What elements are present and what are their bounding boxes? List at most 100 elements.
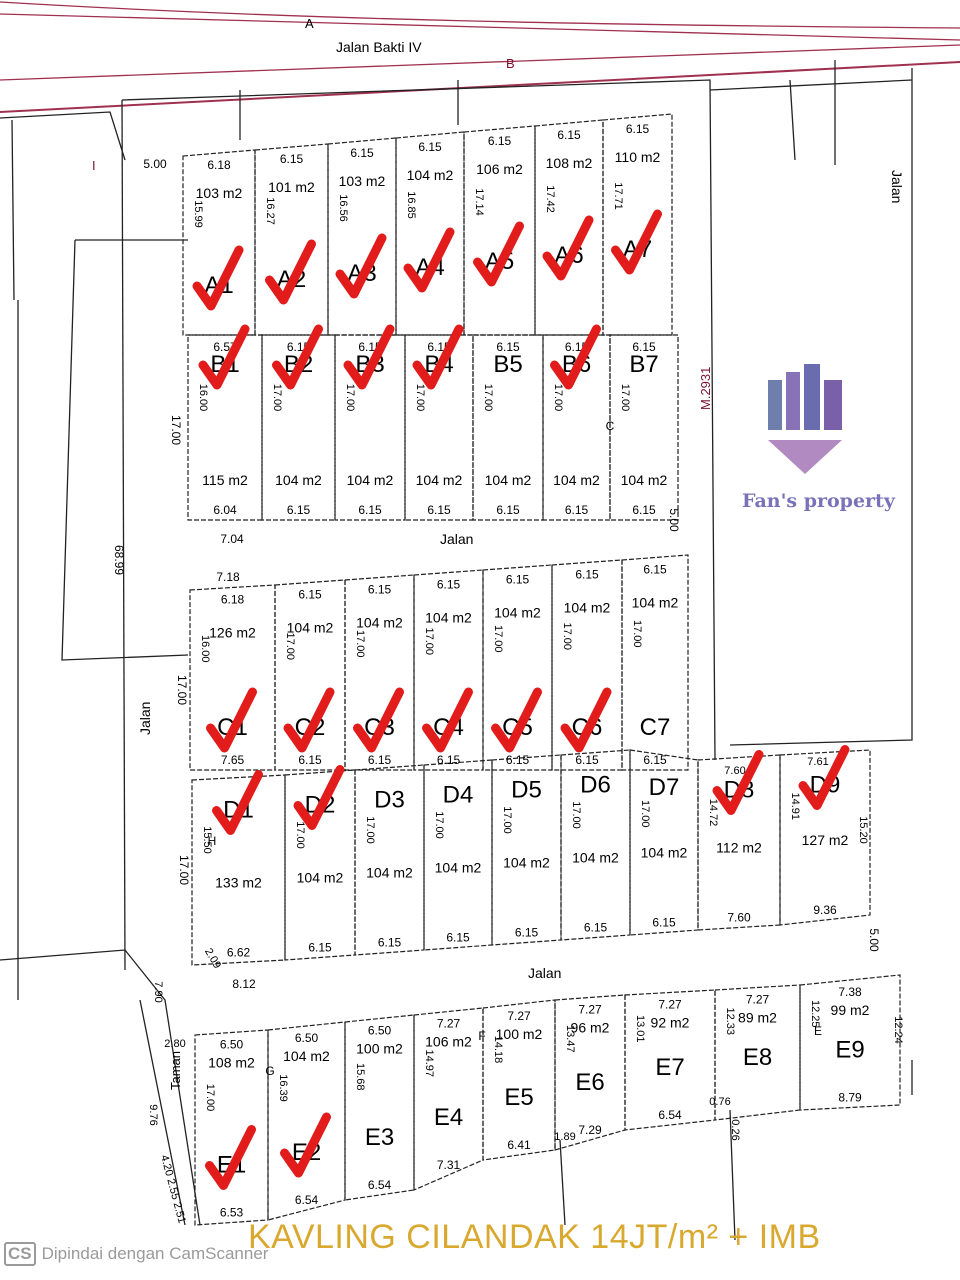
lot-A2[interactable]	[254, 143, 329, 336]
sold-check-C3	[353, 687, 404, 753]
area-D1: 133 m2	[215, 875, 262, 891]
lot-E5[interactable]	[482, 999, 556, 1161]
lot-A4[interactable]	[395, 131, 465, 336]
g-bottom: 4.20 2.55 2.51	[158, 1154, 188, 1225]
lot-E1[interactable]	[194, 1029, 269, 1226]
depth-C5: 17.00	[492, 625, 504, 653]
area-A6: 108 m2	[546, 155, 593, 171]
bottom-width-E5: 6.41	[507, 1138, 531, 1152]
top-width-E4: 7.27	[437, 1017, 461, 1031]
lot-id-C7: C7	[640, 714, 671, 741]
lot-id-D5: D5	[511, 777, 542, 804]
lot-E3[interactable]	[344, 1014, 415, 1201]
lot-B3[interactable]	[334, 334, 406, 521]
area-A5: 106 m2	[476, 161, 523, 177]
area-B7: 104 m2	[621, 472, 668, 488]
lot-id-E9: E9	[835, 1037, 864, 1064]
road-width-2: 5.00	[867, 928, 881, 952]
area-E1: 108 m2	[208, 1055, 255, 1071]
lot-C3[interactable]	[344, 574, 415, 771]
sold-check-E1	[205, 1125, 256, 1190]
lot-B7[interactable]	[609, 334, 679, 521]
lot-C1[interactable]	[189, 584, 276, 771]
lot-E9[interactable]	[799, 974, 901, 1111]
g-mid: 7.90	[152, 981, 164, 1002]
lot-E2[interactable]	[267, 1021, 346, 1221]
lot-id-D3: D3	[374, 787, 405, 814]
brand-name: Fan's property	[742, 490, 895, 512]
lot-D6[interactable]	[560, 749, 631, 941]
lot-A5[interactable]	[463, 125, 536, 336]
depth-A6: 17.42	[544, 185, 556, 213]
area-B4: 104 m2	[416, 472, 463, 488]
cert-label: M.2931	[698, 367, 713, 410]
e-extra-2: 0.76	[709, 1096, 730, 1108]
lot-id-B7: B7	[629, 351, 658, 378]
lot-D7[interactable]	[629, 749, 699, 936]
bottom-width-B2: 6.15	[287, 503, 311, 517]
e-extra-1: 1.89	[554, 1131, 575, 1143]
lot-D3[interactable]	[354, 764, 425, 956]
area-B5: 104 m2	[485, 472, 532, 488]
e9-side: 12.24	[892, 1016, 904, 1044]
area-E7: 92 m2	[651, 1015, 690, 1031]
sold-check-A2	[265, 239, 316, 305]
area-E8: 89 m2	[738, 1010, 777, 1026]
sold-check-C4	[422, 687, 473, 753]
sold-check-A7	[611, 209, 662, 275]
lot-id-E7: E7	[655, 1054, 684, 1081]
sold-check-C2	[283, 687, 335, 753]
road-mid2-label: Jalan	[528, 965, 561, 981]
area-A2: 101 m2	[268, 179, 315, 195]
lot-A6[interactable]	[534, 119, 604, 336]
letter-c: C	[606, 419, 615, 433]
sold-check-B1	[198, 324, 250, 390]
lot-A7[interactable]	[602, 113, 673, 336]
lot-B6[interactable]	[542, 334, 611, 521]
lot-C7[interactable]	[621, 554, 689, 771]
lot-id-E5: E5	[504, 1084, 533, 1111]
bottom-width-E9: 8.79	[838, 1091, 862, 1105]
bottom-width-C3: 6.15	[368, 753, 392, 767]
top-width-C4: 6.15	[437, 578, 461, 592]
area-B3: 104 m2	[347, 472, 394, 488]
top-width-E9: 7.38	[838, 985, 862, 999]
area-E5: 100 m2	[496, 1026, 543, 1042]
area-D5: 104 m2	[503, 855, 550, 871]
c-left: 17.00	[175, 675, 189, 705]
top-width-E1: 6.50	[220, 1038, 244, 1052]
camscanner-icon: CS	[4, 1242, 36, 1266]
lot-id-D6: D6	[580, 772, 611, 799]
depth-A3: 16.56	[337, 194, 349, 222]
lot-A3[interactable]	[327, 137, 397, 336]
area-C4: 104 m2	[425, 610, 472, 626]
top-width-A4: 6.15	[418, 140, 442, 154]
depth-E9: 12.25	[809, 1000, 821, 1028]
area-B1: 115 m2	[202, 472, 248, 488]
row-e	[194, 974, 901, 1226]
bottom-width-D4: 6.15	[446, 931, 470, 945]
bottom-width-D8: 7.60	[727, 911, 751, 925]
depth-C1: 16.00	[199, 635, 211, 663]
road-mid1-label: Jalan	[440, 531, 473, 547]
lot-A1[interactable]	[182, 149, 256, 336]
depth-E7: 13.01	[634, 1015, 646, 1043]
depth-E2: 16.39	[277, 1074, 289, 1102]
depth-B4: 17.00	[414, 384, 426, 412]
depth-A2: 16.27	[264, 197, 276, 225]
area-C2: 104 m2	[287, 620, 334, 636]
depth-D4: 17.00	[433, 811, 445, 839]
lot-B2[interactable]	[261, 334, 336, 521]
sold-check-D8	[712, 750, 764, 815]
letter-i: I	[92, 158, 96, 173]
bottom-width-E6: 7.29	[578, 1123, 602, 1137]
depth-D8: 14.72	[707, 799, 719, 827]
area-B6: 104 m2	[553, 472, 600, 488]
top-width-B7: 6.15	[632, 340, 656, 354]
bottom-width-B6: 6.15	[565, 503, 589, 517]
g-left: 9.76	[147, 1104, 159, 1125]
area-C5: 104 m2	[494, 605, 541, 621]
